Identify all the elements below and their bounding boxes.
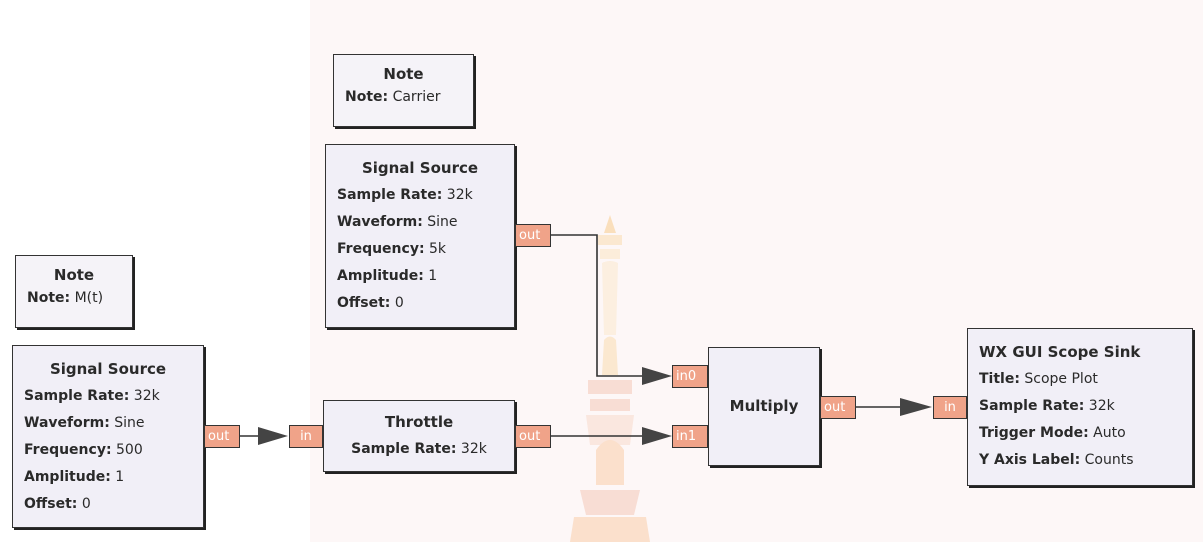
block-param: Amplitude: 1 [337,263,503,290]
block-param: Waveform: Sine [24,410,192,437]
signal-source-block-message[interactable]: Signal Source Sample Rate: 32k Waveform:… [12,345,204,528]
block-param: Offset: 0 [24,491,192,518]
out-port[interactable]: out [820,396,856,419]
block-param: Frequency: 500 [24,437,192,464]
block-param: Amplitude: 1 [24,464,192,491]
block-param: Sample Rate: 32k [335,436,503,463]
block-param: Sample Rate: 32k [337,182,503,209]
block-param: Waveform: Sine [337,209,503,236]
block-param: Frequency: 5k [337,236,503,263]
in0-port[interactable]: in0 [672,365,708,388]
block-param: Offset: 0 [337,290,503,317]
in-port[interactable]: in [933,396,967,419]
block-param: Sample Rate: 32k [979,393,1181,420]
scope-sink-block[interactable]: WX GUI Scope Sink Title: Scope Plot Samp… [967,328,1193,486]
signal-source-block-carrier[interactable]: Signal Source Sample Rate: 32k Waveform:… [325,144,515,328]
temple-spire-watermark-icon [560,215,660,542]
block-title: Note [27,264,121,286]
in-port[interactable]: in [289,425,323,448]
in1-port[interactable]: in1 [672,425,708,448]
block-param: Title: Scope Plot [979,366,1181,393]
block-title: Signal Source [24,356,192,383]
block-param: Note: M(t) [27,286,121,311]
out-port[interactable]: out [515,425,551,448]
block-param: Y Axis Label: Counts [979,447,1181,474]
block-title: Multiply [730,393,799,420]
note-block-carrier[interactable]: Note Note: Carrier [333,54,474,127]
block-param: Note: Carrier [345,85,462,110]
block-param: Trigger Mode: Auto [979,420,1181,447]
out-port[interactable]: out [204,425,240,448]
out-port[interactable]: out [515,224,551,247]
throttle-block[interactable]: Throttle Sample Rate: 32k [323,400,515,472]
block-title: Signal Source [337,155,503,182]
note-block-message[interactable]: Note Note: M(t) [15,255,133,328]
block-title: Note [345,63,462,85]
block-title: WX GUI Scope Sink [979,339,1181,366]
block-title: Throttle [335,409,503,436]
multiply-block[interactable]: Multiply [708,347,820,466]
arrow-head [258,427,288,445]
block-param: Sample Rate: 32k [24,383,192,410]
